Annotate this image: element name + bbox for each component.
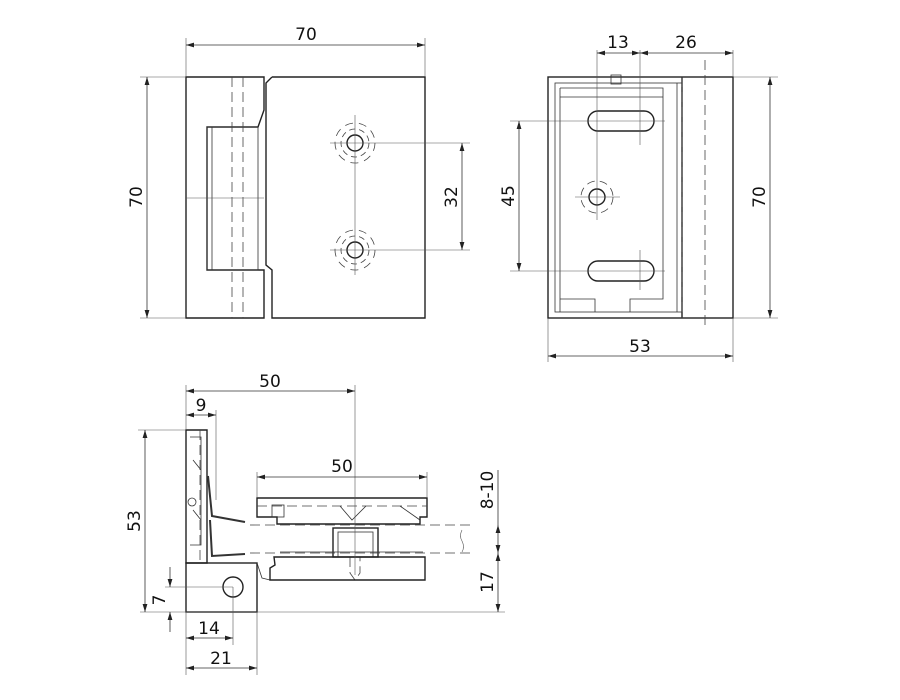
dim-bottom-height: 53: [125, 510, 145, 532]
dim-overall: 50: [259, 372, 281, 392]
dim-base-height: 17: [478, 571, 498, 593]
side-view: 13 26 45 70 53: [499, 33, 778, 362]
front-view: 70 70 32: [127, 25, 470, 319]
dim-side-height: 70: [750, 186, 770, 208]
dim-hole-spacing: 32: [442, 186, 462, 208]
dim-pivot-height: 7: [150, 595, 170, 606]
bottom-view: 50 9 53 50 8-10 17 7 14 21: [125, 372, 505, 675]
dim-offset-b: 26: [675, 33, 697, 53]
dim-base-width: 21: [210, 649, 232, 669]
dim-front-width: 70: [295, 25, 317, 45]
dim-slot-spacing: 45: [499, 185, 519, 207]
dim-leaf-thickness: 9: [196, 396, 207, 416]
dim-clamp-length: 50: [331, 457, 353, 477]
dim-offset-a: 13: [607, 33, 629, 53]
dim-front-height: 70: [127, 186, 147, 208]
dim-pivot-offset: 14: [198, 619, 220, 639]
dim-glass-thickness: 8-10: [478, 471, 498, 510]
dim-side-width: 53: [629, 337, 651, 357]
